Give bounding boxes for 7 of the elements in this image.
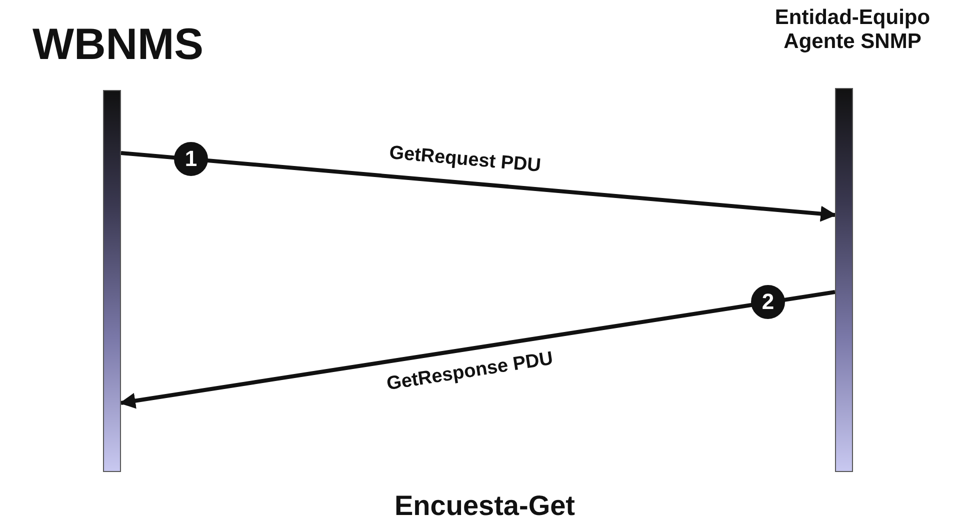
lifeline-heading: WBNMS bbox=[31, 20, 205, 71]
callout-number: 2 bbox=[751, 285, 785, 320]
arrow bbox=[119, 290, 836, 409]
lifeline-heading: Entidad-Equipo Agente SNMP bbox=[774, 6, 932, 54]
callout-number: 1 bbox=[174, 142, 208, 176]
diagram-caption: Encuesta-Get bbox=[394, 490, 575, 522]
arrow bbox=[120, 151, 837, 222]
